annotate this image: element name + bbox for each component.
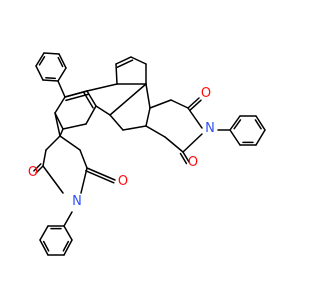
bond-inner — [38, 56, 46, 66]
bond — [85, 105, 97, 125]
bond-carbonyl — [187, 97, 200, 109]
bond-carbonyl — [33, 163, 42, 172]
bond — [43, 52, 60, 55]
bond-inner — [254, 119, 262, 130]
bond — [79, 149, 88, 169]
phenyl-ring-right — [217, 115, 266, 146]
phenyl-ring-bottom-left — [39, 211, 73, 256]
bicyclic-bridge — [86, 56, 151, 131]
bond-carbonyl — [182, 151, 190, 163]
bond-inner — [233, 119, 242, 130]
bond — [59, 128, 64, 137]
bond — [164, 136, 184, 153]
bond-double — [65, 93, 89, 102]
bond — [35, 65, 44, 81]
atom-label-layer: O O N O O N — [28, 86, 215, 209]
atom-n-label: N — [205, 121, 215, 136]
bond — [255, 115, 266, 131]
bond — [54, 112, 61, 137]
bond — [63, 239, 73, 256]
bond-layer — [33, 52, 266, 256]
bond-inner — [45, 77, 57, 80]
bond-carbonyl — [189, 99, 202, 111]
bond — [42, 149, 47, 167]
bond — [109, 114, 124, 131]
bond — [57, 80, 66, 98]
bond-double — [115, 56, 132, 65]
bond — [229, 115, 241, 131]
bond — [109, 83, 147, 116]
bond — [63, 225, 73, 241]
bond — [39, 239, 49, 256]
bond-double — [86, 90, 97, 107]
bond — [86, 83, 118, 92]
bond — [58, 53, 67, 69]
atom-o-label: O — [201, 86, 211, 101]
bond — [39, 225, 49, 241]
cyclohexene-ring — [54, 90, 97, 130]
bond — [80, 167, 88, 194]
bond — [149, 99, 172, 109]
atom-o-label: O — [118, 174, 128, 189]
bond — [182, 133, 203, 153]
bond — [145, 125, 166, 138]
bond-inner — [62, 240, 70, 252]
atom-n-label: N — [72, 194, 82, 209]
atom-o-label: O — [28, 165, 38, 180]
molecule-drawing: O O N O O N — [28, 52, 266, 256]
imide-ring-left — [33, 112, 116, 194]
chemical-structure-canvas: O O N O O N — [27, 52, 266, 256]
bond — [57, 67, 67, 82]
bond — [170, 99, 189, 109]
bond-double — [64, 90, 88, 98]
bond — [59, 135, 81, 151]
bond-inner — [57, 56, 64, 68]
bond — [63, 211, 73, 227]
bond — [229, 129, 241, 146]
bond — [45, 135, 61, 151]
bond — [95, 105, 111, 116]
bond — [62, 123, 87, 130]
bond — [35, 52, 45, 67]
bond — [122, 125, 147, 131]
bond — [145, 83, 151, 109]
bond-double — [116, 59, 134, 68]
bond — [255, 129, 266, 146]
bond-carbonyl — [85, 170, 115, 184]
bond — [42, 79, 59, 82]
bond-carbonyl — [35, 165, 44, 174]
bond-inner — [42, 240, 50, 252]
bond — [145, 107, 151, 127]
atom-o-label: O — [188, 155, 198, 170]
bond-carbonyl — [86, 167, 116, 181]
bond — [42, 165, 64, 194]
imide-ring-right — [145, 97, 203, 165]
bond — [115, 63, 118, 85]
phenyl-ring-top-left — [35, 52, 67, 98]
bond — [130, 56, 147, 65]
bond — [187, 107, 203, 129]
bond-carbonyl — [179, 152, 188, 165]
bond — [54, 96, 66, 114]
